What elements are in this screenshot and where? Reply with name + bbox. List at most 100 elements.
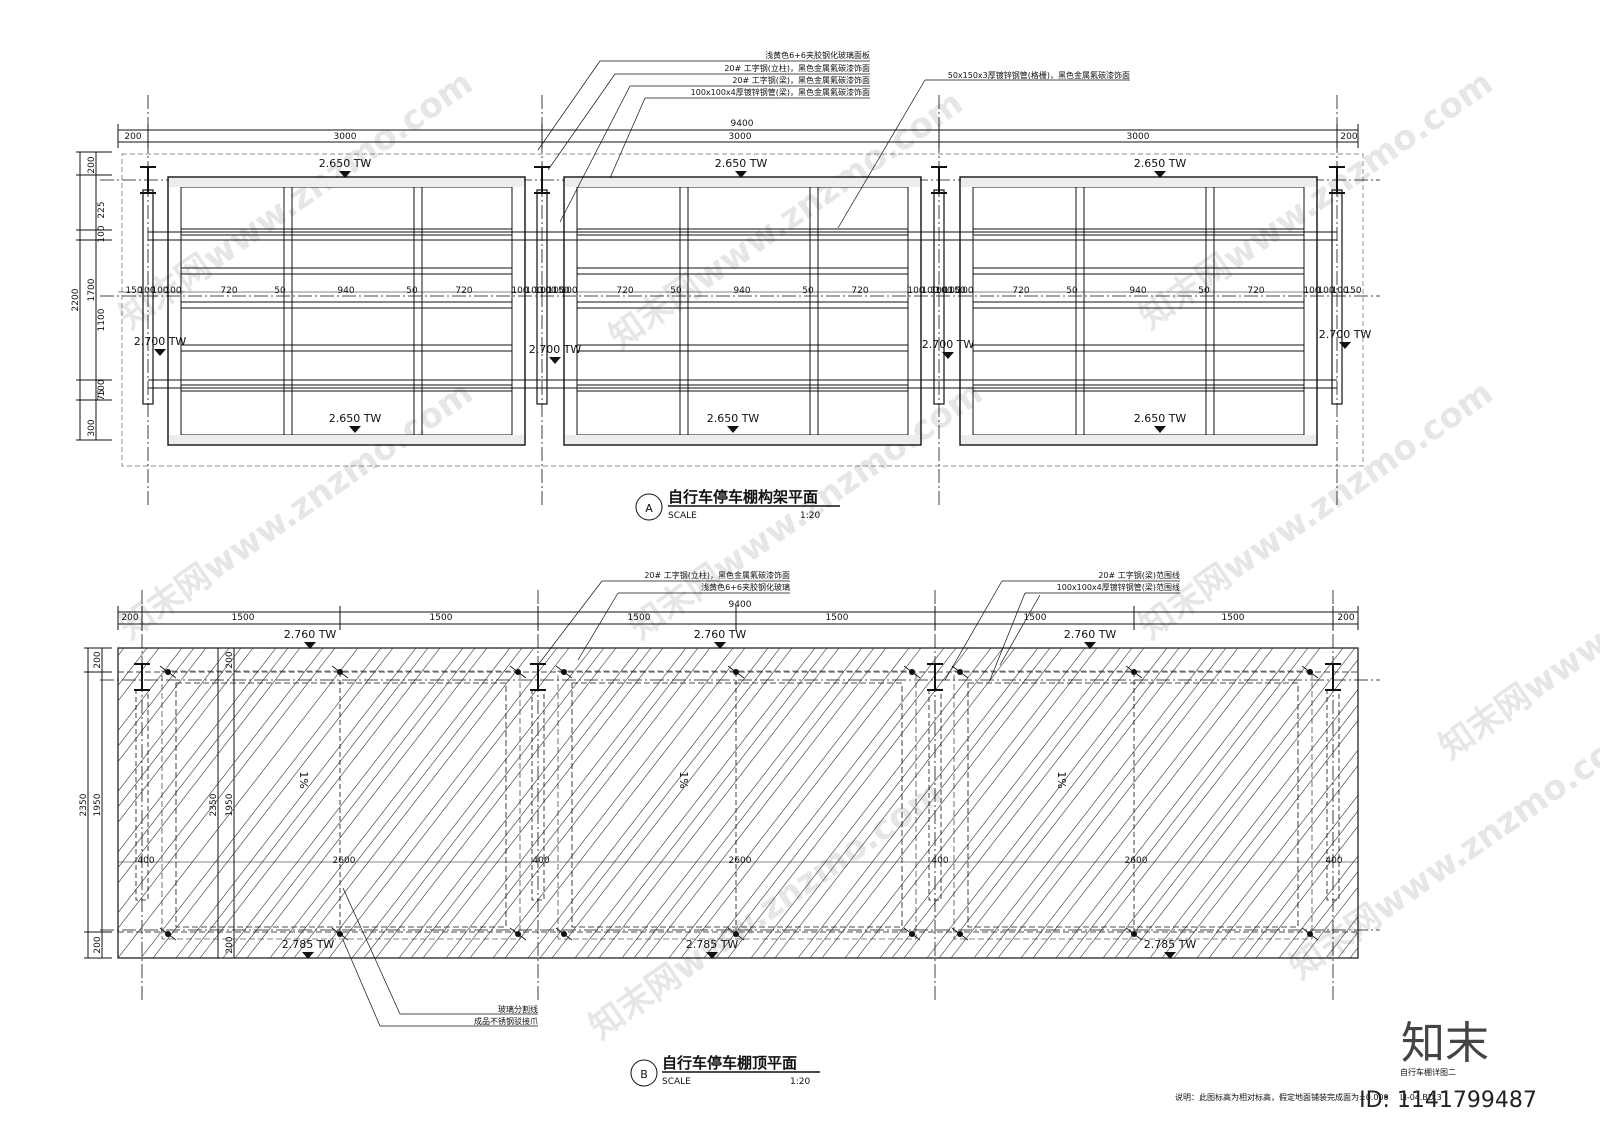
footer-note: 说明：此图标高为相对标高，假定地面铺装完成面为±0.000 [1175, 1092, 1389, 1102]
glass-hatch [750, 648, 992, 958]
glass-hatch [118, 648, 125, 657]
column-post [135, 689, 149, 901]
glass-hatch [269, 648, 511, 958]
watermark-text: 知末网www.znzmo.com [1432, 493, 1600, 767]
slope-label: 1% [1055, 771, 1068, 788]
dim-mid-label: 720 [851, 286, 868, 296]
glass-hatch [0, 648, 53, 958]
glass-hatch [527, 648, 769, 958]
dim-mid-label: 100 [511, 286, 528, 296]
glass-hatch [973, 648, 1215, 958]
glass-hatch [926, 648, 1168, 958]
glass-hatch [621, 648, 863, 958]
glass-hatch [727, 648, 969, 958]
dim-mid-label: 400 [532, 856, 549, 866]
glass-hatch [0, 648, 77, 958]
i-beam-column [134, 663, 150, 691]
level-bottom: 2.650 TW [1134, 412, 1187, 425]
glass-hatch [222, 648, 464, 958]
i-beam-column [534, 166, 550, 194]
dim-left-label: 225 [97, 201, 107, 218]
glass-hatch [398, 648, 640, 958]
glass-hatch [844, 648, 1086, 958]
level-marker [1154, 171, 1166, 178]
glass-hatch [668, 648, 910, 958]
leader-line [342, 939, 381, 1027]
glass-hatch [410, 648, 652, 958]
glass-hatch [950, 648, 1192, 958]
dim-total: 9400 [729, 600, 752, 610]
glass-hatch [234, 648, 476, 958]
dim-mid-label: 100 [935, 286, 952, 296]
glass-hatch [997, 648, 1239, 958]
note-text: 20# 工字钢(立柱)，黑色金属氟碳漆饰面 [724, 63, 870, 73]
level-marker [1339, 342, 1351, 349]
glass-hatch [586, 648, 828, 958]
dim-mid-label: 100 [138, 286, 155, 296]
glass-hatch-group [0, 648, 1600, 958]
glass-hatch [118, 648, 324, 914]
i-beam-column [931, 166, 947, 194]
watermark-text: 知末网www.znzmo.com [582, 773, 950, 1047]
slope-label: 1% [297, 771, 310, 788]
level-post: 2.700 TW [922, 338, 975, 351]
dim-mid-label: 50 [670, 286, 682, 296]
spider-arm [509, 927, 527, 941]
glass-hatch [118, 648, 277, 853]
level-marker [1164, 952, 1176, 959]
glass-hatch [469, 648, 711, 958]
dim-top-label: 1500 [232, 613, 255, 623]
note-text: 成品不锈钢驳接爪 [474, 1016, 538, 1026]
level-marker [727, 426, 739, 433]
note-text: 100x100x4厚镀锌钢管(梁)范围线 [1057, 582, 1180, 592]
glass-hatch [903, 648, 1145, 958]
glass-hatch [457, 648, 699, 958]
glass-hatch [118, 648, 301, 884]
i-beam-column [140, 166, 156, 194]
glass-hatch [1208, 765, 1358, 958]
column-post [531, 689, 545, 901]
frame-dashed-outer [953, 670, 1313, 940]
dim-mid-label: 720 [455, 286, 472, 296]
plan-a-title: 自行车停车棚构架平面 [668, 488, 818, 506]
level-marker [302, 952, 314, 959]
glass-hatch [316, 648, 558, 958]
spider-arm [951, 927, 969, 941]
level-marker [154, 349, 166, 356]
dim-left-label: 1950 [225, 793, 235, 816]
dim-mid-label: 940 [337, 286, 354, 296]
glass-hatch [1079, 648, 1321, 958]
dim-mid-label: 2600 [1125, 856, 1148, 866]
dim-mid-label: 50 [802, 286, 814, 296]
dim-top-label: 200 [1337, 613, 1354, 623]
dim-mid-label: 100 [921, 286, 938, 296]
level-post: 2.700 TW [134, 335, 187, 348]
dim-left-label: 1950 [93, 793, 103, 816]
glass-hatch [281, 648, 523, 958]
dim-mid-label: 100 [151, 286, 168, 296]
leader-line [989, 592, 1026, 681]
dim-top-label: 1500 [430, 613, 453, 623]
glass-hatch [118, 648, 242, 808]
dim-left-label: 200 [93, 651, 103, 668]
level-bottom: 2.650 TW [329, 412, 382, 425]
dim-left-label: 200 [87, 156, 97, 173]
scale-value: 1:20 [800, 511, 820, 521]
plan-b-title: 自行车停车棚顶平面 [662, 1054, 797, 1072]
glass-hatch [809, 648, 1051, 958]
level-top: 2.650 TW [1134, 157, 1187, 170]
glass-hatch [680, 648, 922, 958]
glass-hatch [1302, 886, 1358, 958]
leader-line [559, 85, 631, 223]
glass-hatch [1584, 648, 1600, 958]
dim-mid-label: 50 [406, 286, 418, 296]
glass-hatch [1231, 794, 1358, 958]
glass-hatch [328, 648, 570, 958]
sheet-number: LI-04.BD.3 [1400, 1093, 1442, 1102]
glass-hatch [762, 648, 1004, 958]
level-post: 2.700 TW [1319, 328, 1372, 341]
leader-line [547, 73, 616, 171]
note-text: 20# 工字钢(梁)，黑色金属氟碳漆饰面 [732, 75, 870, 85]
glass-hatch [187, 648, 429, 958]
level-bottom: 2.785 TW [282, 938, 335, 951]
